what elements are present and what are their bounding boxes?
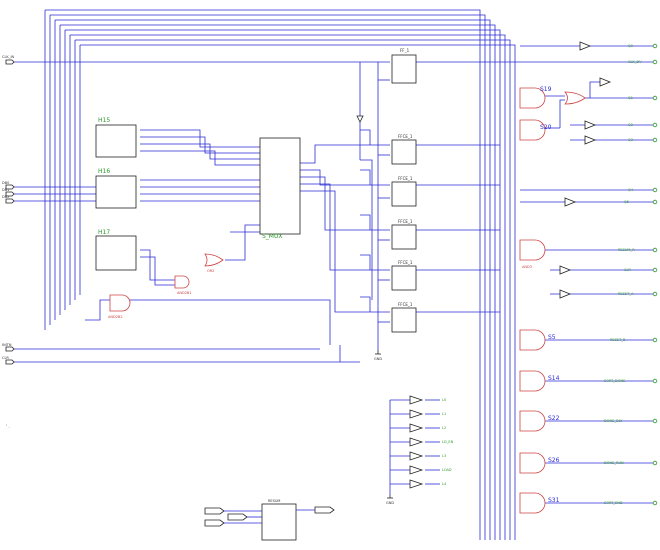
- output-label-11: SORT_DONE: [604, 379, 625, 383]
- gate-s19-label: S19: [540, 86, 552, 93]
- and3-label: AND3: [522, 265, 532, 269]
- buf-out-0: L0: [442, 398, 446, 402]
- output-label-10: RESET_B: [610, 338, 626, 342]
- gnd-label-2: GND: [386, 501, 394, 505]
- resum-label: RESUM: [268, 499, 280, 503]
- ff4-label: FFCE_1: [398, 219, 413, 224]
- output-label-12: DONE_DLY: [604, 419, 623, 423]
- ff3-label: FFCE_1: [398, 176, 413, 181]
- left-input-lines: [14, 61, 390, 363]
- output-label-5: Q4: [628, 188, 634, 192]
- or2-label: OR2: [207, 269, 214, 273]
- output-label-8: CLR: [624, 268, 631, 272]
- output-label-0: Q0: [628, 44, 633, 48]
- input-label-1: DB0: [2, 181, 9, 185]
- input-label-0: CLK_IN: [2, 55, 14, 59]
- output-label-4: Q3: [628, 138, 633, 142]
- ff5-label: FFCE_1: [398, 260, 413, 265]
- output-label-13: DONE_RUN: [604, 461, 624, 465]
- block-h16: H16: [95, 168, 137, 209]
- input-label-4: INITN: [2, 343, 12, 347]
- ff6-label: FFCE_1: [398, 302, 413, 307]
- output-label-14: SORT_END: [604, 501, 623, 505]
- buf-out-4: L3: [442, 454, 446, 458]
- block-h15: H15: [95, 117, 137, 158]
- ff-blocks: FF_1 FFCE_1 FFCE_1 FFCE_1 FFCE_1 FFCE_1: [391, 48, 417, 333]
- stray-mark: ' .: [6, 424, 10, 429]
- gate-s14-label: S14: [548, 375, 560, 382]
- gate-s5-label: S5: [548, 334, 556, 341]
- ff2-label: FFCE_1: [398, 134, 413, 139]
- right-wiring: [389, 45, 655, 504]
- output-label-7: RESUM_R: [618, 248, 635, 252]
- input-label-2: DB1: [2, 188, 9, 192]
- buf-out-5: LOAD: [442, 468, 452, 472]
- buf-out-1: L1: [442, 412, 446, 416]
- block-h15-label: H15: [98, 117, 110, 124]
- center-wires: [85, 61, 655, 362]
- and-main-label: AND2B1: [177, 291, 192, 295]
- buf-out-3: LD_EN: [442, 440, 454, 444]
- output-label-2: Q1: [628, 96, 633, 100]
- block-h17: H17: [95, 229, 137, 271]
- top-bus-lines: [44, 9, 516, 540]
- buf-out-2: L2: [442, 426, 446, 430]
- gate-s22-label: S22: [548, 415, 560, 422]
- ff1-label: FF_1: [400, 48, 410, 53]
- buffer-output-labels: L0 L1 L2 LD_EN L3 LOAD L4: [442, 398, 454, 486]
- input-label-3: DB2: [2, 195, 9, 199]
- block-h17-label: H17: [98, 229, 110, 236]
- gates: AND2B2 AND2B1 OR2 S19 S20 AND3 S5 S14 S2…: [108, 86, 586, 514]
- block-h16-label: H16: [98, 168, 110, 175]
- buf-out-6: L4: [442, 482, 447, 486]
- output-label-6: Q5: [624, 200, 629, 204]
- right-ports: Q0 CLK_DV Q1 Q2 Q3 Q4 Q5 RESUM_R CLR RES…: [604, 43, 658, 506]
- gate-s20-label: S20: [540, 124, 552, 131]
- output-label-9: RESET_A: [618, 292, 634, 296]
- output-label-1: CLK_DV: [628, 60, 642, 64]
- block-s-mux: S_MUX: [259, 137, 301, 240]
- left-ports: CLK_IN DB0 DB1 DB2 INITN CLR: [2, 55, 15, 365]
- gate-s31-label: S31: [548, 497, 560, 504]
- input-label-5: CLR: [2, 356, 9, 360]
- gate-s26-label: S26: [548, 457, 560, 464]
- ground-symbols: GND GND: [356, 115, 394, 505]
- buffers: [409, 41, 612, 489]
- output-label-3: Q2: [628, 123, 633, 127]
- block-resum: RESUM: [204, 499, 335, 541]
- block-s-mux-label: S_MUX: [262, 233, 283, 240]
- gnd-label-1: GND: [374, 357, 382, 361]
- and-low-label: AND2B2: [108, 315, 123, 319]
